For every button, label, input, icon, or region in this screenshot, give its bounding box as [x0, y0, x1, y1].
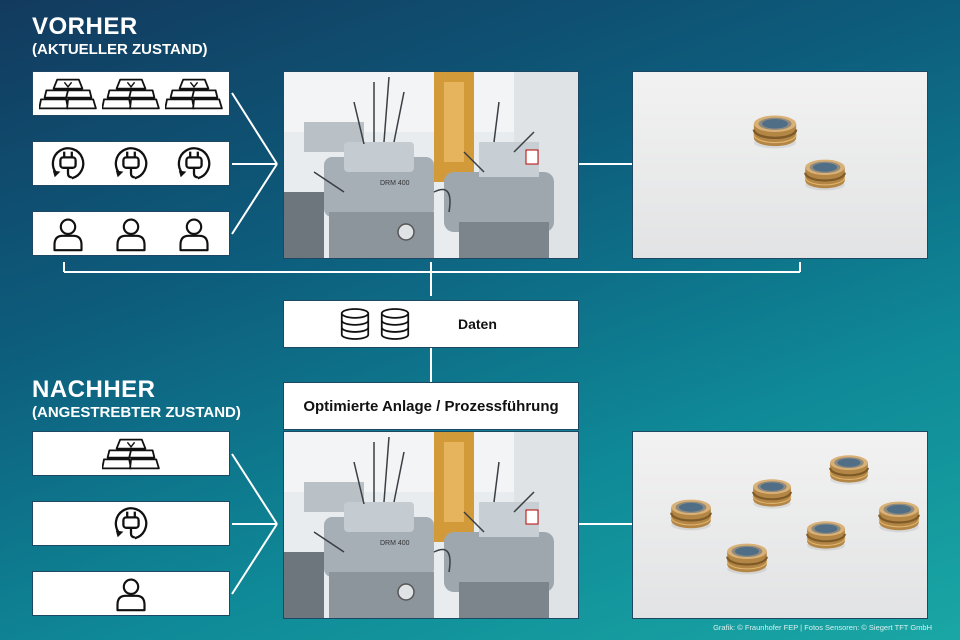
gold-bars-icon: [102, 76, 160, 112]
before-title: VORHER: [32, 13, 138, 40]
database-icon: [380, 306, 410, 342]
database-icon: [340, 306, 370, 342]
gold-bars-icon: [165, 76, 223, 112]
data-box: Daten: [283, 300, 579, 348]
power-plug-cycle-icon: [49, 145, 87, 183]
gold-bars-icon: [39, 76, 97, 112]
sensor-image: [751, 476, 793, 512]
after-energy-box: [32, 501, 230, 546]
power-plug-cycle-icon: [112, 505, 150, 543]
optimized-process-label: Optimierte Anlage / Prozessführung: [303, 397, 559, 415]
person-icon: [113, 576, 149, 612]
power-plug-cycle-icon: [175, 145, 213, 183]
image-credit: Grafik: © Fraunhofer FEP | Fotos Sensore…: [713, 623, 932, 632]
gold-bars-icon: [102, 436, 160, 472]
before-resources-box: [32, 71, 230, 116]
before-sensors-photo: [632, 71, 928, 259]
power-plug-cycle-icon: [112, 145, 150, 183]
sensor-image: [805, 518, 847, 554]
after-personnel-box: [32, 571, 230, 616]
machine-image: [284, 72, 578, 258]
before-energy-box: [32, 141, 230, 186]
sensor-image: [725, 540, 769, 578]
sensor-image: [751, 112, 799, 152]
optimized-process-box: Optimierte Anlage / Prozessführung: [283, 382, 579, 430]
before-subtitle: (AKTUELLER ZUSTAND): [32, 41, 208, 59]
machine-plate-label: DRM 400: [380, 540, 410, 547]
before-personnel-box: [32, 211, 230, 256]
before-heading: VORHER (AKTUELLER ZUSTAND): [32, 14, 208, 58]
sensor-image: [669, 496, 713, 534]
after-resources-box: [32, 431, 230, 476]
after-machine-photo: DRM 400: [283, 431, 579, 619]
person-icon: [113, 216, 149, 252]
person-icon: [176, 216, 212, 252]
machine-plate-label: DRM 400: [380, 180, 410, 187]
before-machine-photo: DRM 400: [283, 71, 579, 259]
machine-image: [284, 432, 578, 618]
sensor-image: [828, 452, 870, 488]
sensor-image: [803, 156, 847, 194]
after-title: NACHHER: [32, 376, 156, 403]
after-sensors-photo: [632, 431, 928, 619]
after-heading: NACHHER (ANGESTREBTER ZUSTAND): [32, 377, 241, 421]
sensor-image: [877, 498, 921, 536]
person-icon: [50, 216, 86, 252]
after-subtitle: (ANGESTREBTER ZUSTAND): [32, 404, 241, 422]
data-label: Daten: [458, 316, 497, 332]
